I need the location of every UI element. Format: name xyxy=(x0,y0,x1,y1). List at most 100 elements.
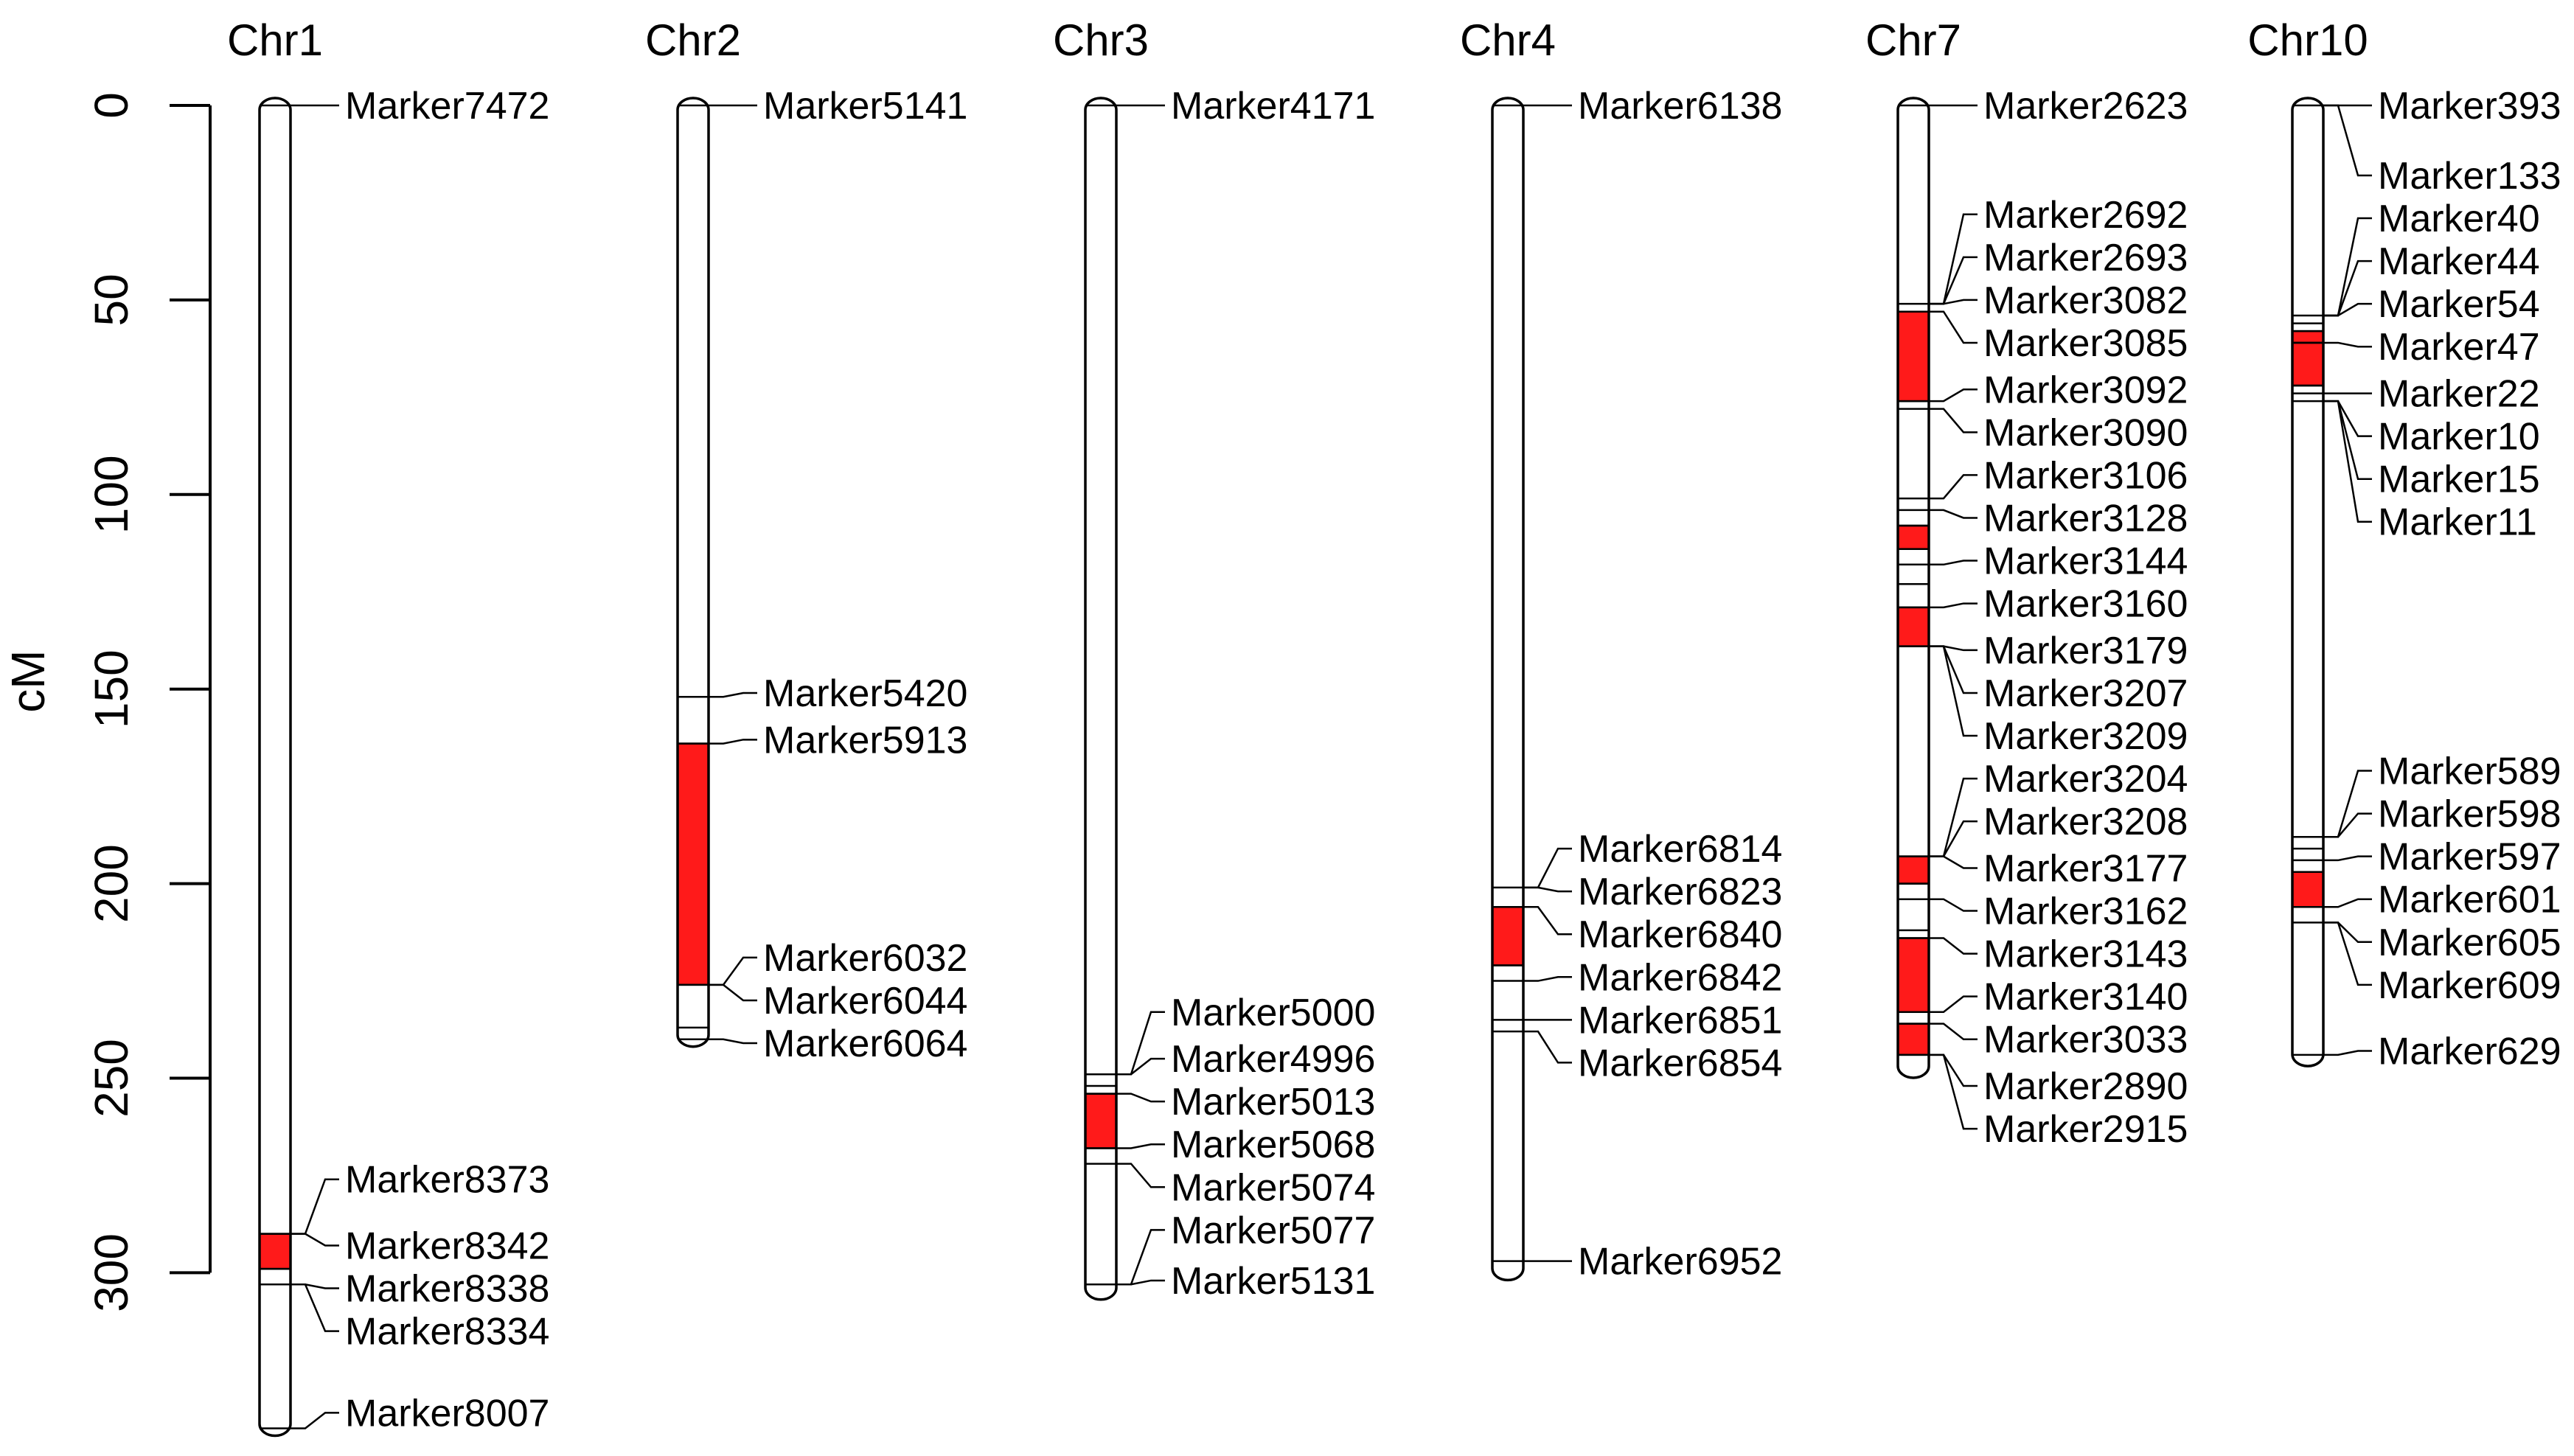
marker-label: Marker589 xyxy=(2378,750,2561,793)
marker-label: Marker3143 xyxy=(1983,933,2188,976)
marker-leader-line xyxy=(2323,302,2372,317)
marker-label: Marker6851 xyxy=(1578,999,1782,1042)
marker-label: Marker2693 xyxy=(1983,237,2188,279)
marker-label: Marker6814 xyxy=(1578,828,1782,871)
chromosome-chr4: Chr4Marker6138Marker6814Marker6823Marker… xyxy=(1460,15,1783,1283)
marker-leader-line xyxy=(1929,389,1978,403)
marker-leader-line xyxy=(709,692,757,698)
qtl-region xyxy=(676,742,710,986)
y-axis-tick-label: 250 xyxy=(85,1039,138,1118)
qtl-region xyxy=(1491,906,1525,966)
marker-leader-line xyxy=(1929,1053,1978,1130)
chromosome-bar xyxy=(1491,97,1525,1282)
marker-leader-line xyxy=(1929,1023,1978,1040)
marker-label: Marker3209 xyxy=(1983,715,2188,758)
marker-leader-line xyxy=(2323,898,2372,908)
qtl-region xyxy=(1896,524,1930,550)
marker-label: Marker3177 xyxy=(1983,847,2188,890)
marker-label: Marker47 xyxy=(2378,326,2540,369)
marker-label: Marker5000 xyxy=(1171,992,1375,1034)
marker-label: Marker4171 xyxy=(1171,85,1375,128)
marker-leader-line xyxy=(1116,1279,1165,1286)
y-axis-tick-label: 0 xyxy=(85,92,138,119)
marker-leader-line xyxy=(2323,217,2372,317)
marker-leader-line xyxy=(1523,886,1572,893)
chromosome-title: Chr10 xyxy=(2247,15,2368,65)
marker-label: Marker44 xyxy=(2378,240,2540,283)
chromosome-bar xyxy=(676,97,710,1048)
marker-label: Marker8373 xyxy=(345,1159,549,1202)
marker-label: Marker5077 xyxy=(1171,1209,1375,1252)
marker-leader-line xyxy=(709,739,757,745)
chromosome-bar xyxy=(2291,97,2325,1067)
marker-leader-line xyxy=(2323,1050,2372,1056)
marker-label: Marker5074 xyxy=(1171,1166,1375,1209)
marker-leader-line xyxy=(1116,1143,1165,1149)
qtl-region xyxy=(1896,606,1930,647)
marker-label: Marker3162 xyxy=(1983,891,2188,933)
qtl-region xyxy=(1896,1023,1930,1056)
marker-label: Marker10 xyxy=(2378,416,2540,459)
marker-label: Marker6952 xyxy=(1578,1241,1782,1283)
marker-leader-line xyxy=(709,1038,757,1045)
marker-label: Marker6032 xyxy=(763,937,967,980)
marker-leader-line xyxy=(2323,855,2372,862)
marker-leader-line xyxy=(2323,341,2372,348)
marker-leader-line xyxy=(709,956,757,986)
marker-label: Marker2692 xyxy=(1983,194,2188,237)
y-axis-tick-label: 150 xyxy=(85,649,138,728)
y-axis-title: cM xyxy=(1,649,55,712)
marker-leader-line xyxy=(1929,898,1978,912)
marker-leader-line xyxy=(2323,922,2372,944)
marker-leader-line xyxy=(1929,213,1978,305)
marker-label: Marker5141 xyxy=(763,85,967,128)
marker-leader-line xyxy=(1116,1011,1165,1076)
marker-label: Marker3092 xyxy=(1983,369,2188,411)
y-axis-tick-label: 300 xyxy=(85,1233,138,1312)
marker-label: Marker11 xyxy=(2378,501,2537,544)
marker-label: Marker3179 xyxy=(1983,630,2188,672)
marker-label: Marker2915 xyxy=(1983,1108,2188,1151)
chromosome-title: Chr4 xyxy=(1460,15,1556,65)
marker-leader-line xyxy=(1929,602,1978,609)
marker-leader-line xyxy=(1929,299,1978,305)
marker-leader-line xyxy=(2323,812,2372,838)
chromosome-title: Chr7 xyxy=(1865,15,1961,65)
marker-leader-line xyxy=(1523,976,1572,982)
y-axis-tick-label: 200 xyxy=(85,844,138,923)
marker-leader-line xyxy=(1929,560,1978,566)
marker-label: Marker6840 xyxy=(1578,913,1782,956)
marker-leader-line xyxy=(291,1283,339,1332)
marker-label: Marker8342 xyxy=(345,1225,549,1267)
marker-label: Marker629 xyxy=(2378,1031,2561,1073)
marker-label: Marker6064 xyxy=(763,1023,967,1065)
marker-label: Marker2890 xyxy=(1983,1065,2188,1108)
marker-label: Marker6854 xyxy=(1578,1042,1782,1084)
marker-label: Marker3204 xyxy=(1983,758,2188,801)
marker-leader-line xyxy=(1929,509,1978,519)
marker-label: Marker3090 xyxy=(1983,411,2188,454)
qtl-region xyxy=(1896,937,1930,1014)
marker-label: Marker3106 xyxy=(1983,454,2188,497)
marker-label: Marker393 xyxy=(2378,85,2561,128)
marker-label: Marker40 xyxy=(2378,198,2540,240)
marker-label: Marker7472 xyxy=(345,85,549,128)
marker-label: Marker5013 xyxy=(1171,1081,1375,1124)
marker-leader-line xyxy=(1929,777,1978,857)
qtl-region xyxy=(1896,855,1930,885)
marker-label: Marker6842 xyxy=(1578,956,1782,999)
qtl-region xyxy=(1084,1093,1118,1149)
qtl-region xyxy=(258,1233,292,1270)
marker-label: Marker5131 xyxy=(1171,1260,1375,1303)
marker-label: Marker15 xyxy=(2378,459,2540,501)
marker-leader-line xyxy=(2323,922,2372,986)
qtl-region xyxy=(2291,330,2325,344)
marker-label: Marker6138 xyxy=(1578,85,1782,128)
marker-leader-line xyxy=(1929,645,1978,737)
marker-label: Marker6044 xyxy=(763,980,967,1023)
marker-label: Marker22 xyxy=(2378,373,2540,416)
marker-leader-line xyxy=(1523,847,1572,889)
marker-label: Marker598 xyxy=(2378,793,2561,836)
